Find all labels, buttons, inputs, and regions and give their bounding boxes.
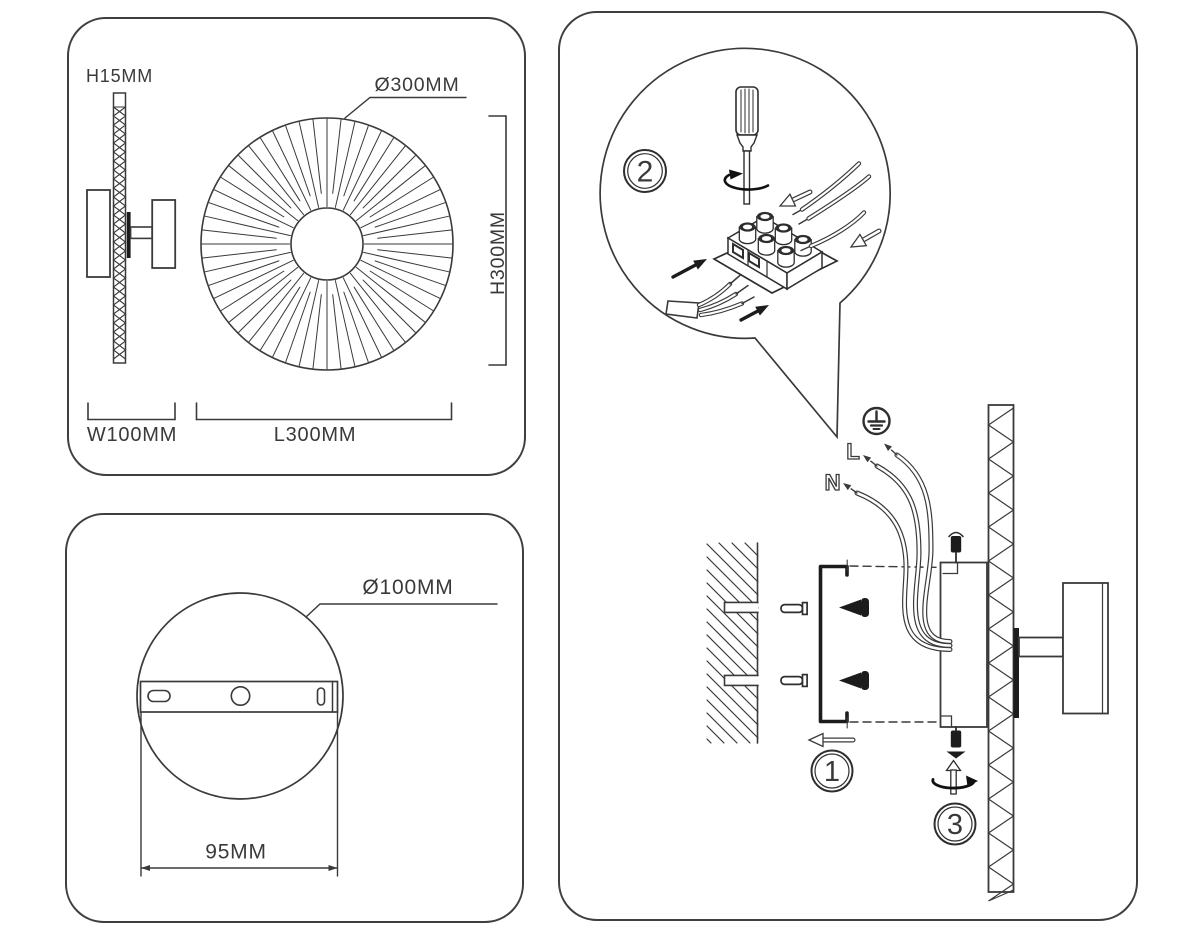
dim-label-h15mm: H15MM [86, 66, 153, 86]
terminal-screws [738, 211, 812, 268]
bubble-cable-sheath [665, 300, 700, 319]
earth-ground-icon [862, 406, 891, 436]
rotation-arrow-head [729, 169, 743, 180]
panel-install: 2 [558, 11, 1138, 921]
step-1-number: 1 [824, 756, 840, 788]
wall-notch-bottom [724, 675, 758, 686]
direction-arrows [671, 189, 898, 748]
bracket-screw-top [839, 598, 869, 617]
dim-label-h300mm: H300MM [487, 211, 509, 295]
bracket-screw-bottom [839, 671, 869, 690]
step-3-badge: 3 [933, 802, 977, 846]
lamp-side-mountbar [126, 212, 131, 258]
wall-anchor-bottom [780, 673, 808, 688]
panel-dimensions: H15MM Ø300MM H300MM W100MM [67, 17, 526, 476]
disc-zigzag-pattern [112, 106, 127, 360]
disc-mountbar [1013, 628, 1019, 718]
dim-95-arrow-left [141, 865, 150, 871]
dim-leader-d300 [344, 96, 467, 119]
lamp-side-backplate [86, 189, 111, 278]
bubble-wires [696, 161, 872, 318]
lamp-stem-side [1018, 636, 1064, 658]
disc-zigzag-pattern-large [987, 407, 1015, 902]
rotation-arrow-icon [723, 173, 770, 191]
wire-label-line: L [846, 439, 860, 464]
step-1-badge: 1 [810, 749, 854, 793]
wall-notch-top [724, 602, 758, 613]
screw-rotation-indicator [931, 759, 978, 795]
lamp-side-stem [129, 226, 154, 240]
screwdriver-icon [735, 86, 759, 205]
canopy-screw-bottom [946, 726, 966, 759]
canopy-notch-top [942, 562, 959, 575]
lamp-front-pleats [201, 118, 453, 370]
wire-entry-hole [732, 242, 744, 260]
dim-leader-d100 [305, 603, 498, 618]
dim-w100 [87, 402, 176, 421]
mount-hole-center [230, 685, 251, 706]
wire-label-neutral: N [825, 470, 842, 495]
lamp-knob-side [1062, 582, 1109, 715]
mount-slot-right [316, 687, 326, 706]
dim-h300 [488, 115, 507, 366]
panel-mount-plate: Ø100MM 95MM [65, 513, 524, 923]
dim-l300 [195, 402, 453, 421]
mount-slot-left [147, 689, 171, 703]
dim-label-95mm: 95MM [205, 841, 267, 864]
wall-anchor-top [780, 601, 808, 616]
power-wires [854, 452, 953, 652]
wall-edges [723, 542, 759, 744]
lamp-front-inner-circle [290, 207, 364, 281]
dim-label-l300mm: L300MM [274, 424, 357, 446]
canopy-notch-bottom [940, 715, 953, 728]
dim-95 [140, 711, 339, 877]
wire-entry-hole [748, 251, 760, 269]
dim-95-arrow-right [328, 865, 338, 871]
dim-label-d100mm: Ø100MM [362, 576, 453, 599]
dim-label-w100mm: W100MM [87, 424, 177, 446]
canopy-screw-top [948, 531, 964, 564]
step-2-number: 2 [637, 156, 654, 189]
step-3-number: 3 [947, 809, 963, 841]
step-2-badge: 2 [623, 149, 667, 193]
wall-section [706, 542, 759, 744]
dim-label-d300mm: Ø300MM [375, 74, 460, 96]
lamp-side-knob [151, 199, 177, 269]
